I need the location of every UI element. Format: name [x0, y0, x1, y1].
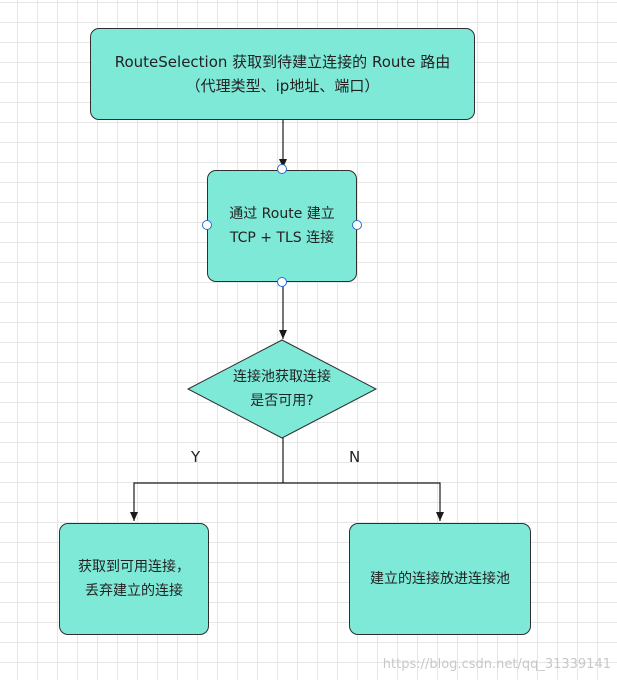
connect-node[interactable]: 通过 Route 建立 TCP + TLS 连接: [207, 170, 357, 282]
put-in-pool-node[interactable]: 建立的连接放进连接池: [349, 523, 531, 635]
watermark-text: https://blog.csdn.net/qq_31339141: [382, 657, 611, 672]
edge-check-to-put-in-pool[interactable]: [283, 482, 444, 521]
decision-diamond-shape[interactable]: [186, 339, 378, 439]
route-selection-node[interactable]: RouteSelection 获取到待建立连接的 Route 路由 （代理类型、…: [90, 28, 475, 120]
connect-line2: TCP + TLS 连接: [229, 230, 335, 246]
route-selection-line2: （代理类型、ip地址、端口）: [185, 77, 380, 95]
use-pooled-line1: 获取到可用连接，: [78, 559, 190, 575]
route-selection-line1: RouteSelection 获取到待建立连接的 Route 路由: [114, 53, 451, 71]
decision-diamond-label: 连接池获取连接 是否可用?: [188, 340, 376, 438]
branch-label-no: N: [349, 448, 361, 466]
use-pooled-line2: 丢弃建立的连接: [85, 583, 183, 599]
edge-check-to-use-pooled[interactable]: [130, 482, 283, 521]
pool-check-line1: 连接池获取连接: [233, 369, 331, 385]
use-pooled-connection-node[interactable]: 获取到可用连接， 丢弃建立的连接: [59, 523, 209, 635]
put-in-pool-line1: 建立的连接放进连接池: [370, 571, 510, 587]
connect-line1: 通过 Route 建立: [229, 206, 335, 222]
pool-check-line2: 是否可用?: [250, 393, 314, 409]
branch-label-yes: Y: [191, 448, 201, 466]
